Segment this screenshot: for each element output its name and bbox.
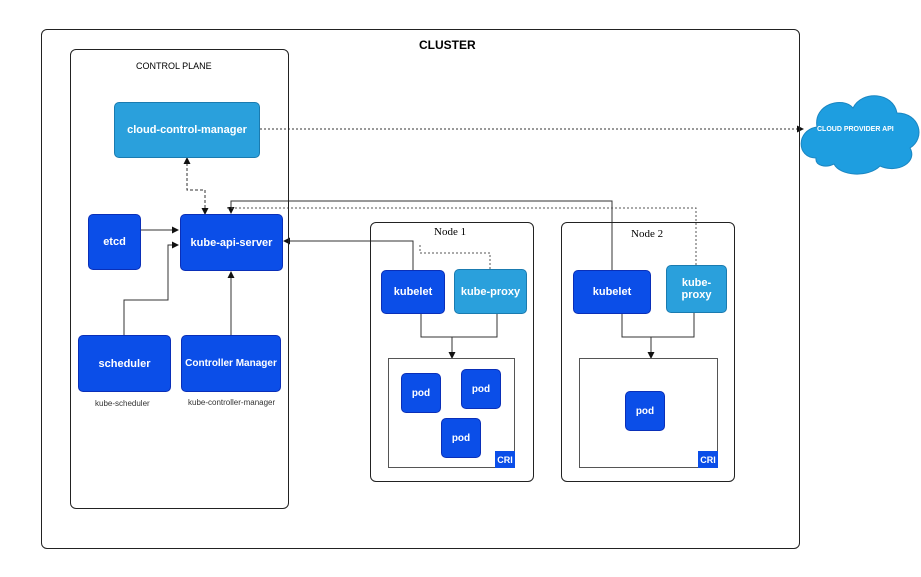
node1-title: Node 1 (434, 226, 467, 238)
cluster-title: CLUSTER (419, 38, 476, 52)
control-plane-frame (70, 49, 289, 509)
scheduler-subtitle: kube-scheduler (95, 399, 150, 408)
node2-cri-badge: CRI (698, 451, 718, 468)
control-plane-title: CONTROL PLANE (136, 61, 212, 71)
node1-kube-proxy-box[interactable]: kube-proxy (454, 269, 527, 314)
etcd-box[interactable]: etcd (88, 214, 141, 270)
node2-frame (561, 222, 735, 482)
node1-cri-badge: CRI (495, 451, 515, 468)
node2-kubelet-box[interactable]: kubelet (573, 270, 651, 314)
scheduler-box[interactable]: scheduler (78, 335, 171, 392)
node2-kube-proxy-box[interactable]: kube-proxy (666, 265, 727, 313)
cloud-provider-label: CLOUD PROVIDER API (817, 126, 894, 133)
cluster-frame (41, 29, 800, 549)
node1-pod-1[interactable]: pod (401, 373, 441, 413)
node2-pod-1[interactable]: pod (625, 391, 665, 431)
controller-manager-box[interactable]: Controller Manager (181, 335, 281, 392)
node1-pod-3[interactable]: pod (441, 418, 481, 458)
node2-title: Node 2 (631, 228, 664, 240)
cloud-shape (800, 95, 920, 175)
controller-manager-subtitle: kube-controller-manager (188, 398, 276, 407)
node1-pod-2[interactable]: pod (461, 369, 501, 409)
node1-kubelet-box[interactable]: kubelet (381, 270, 445, 314)
node1-frame (370, 222, 534, 482)
kube-api-server-box[interactable]: kube-api-server (180, 214, 283, 271)
cloud-control-manager-box[interactable]: cloud-control-manager (114, 102, 260, 158)
